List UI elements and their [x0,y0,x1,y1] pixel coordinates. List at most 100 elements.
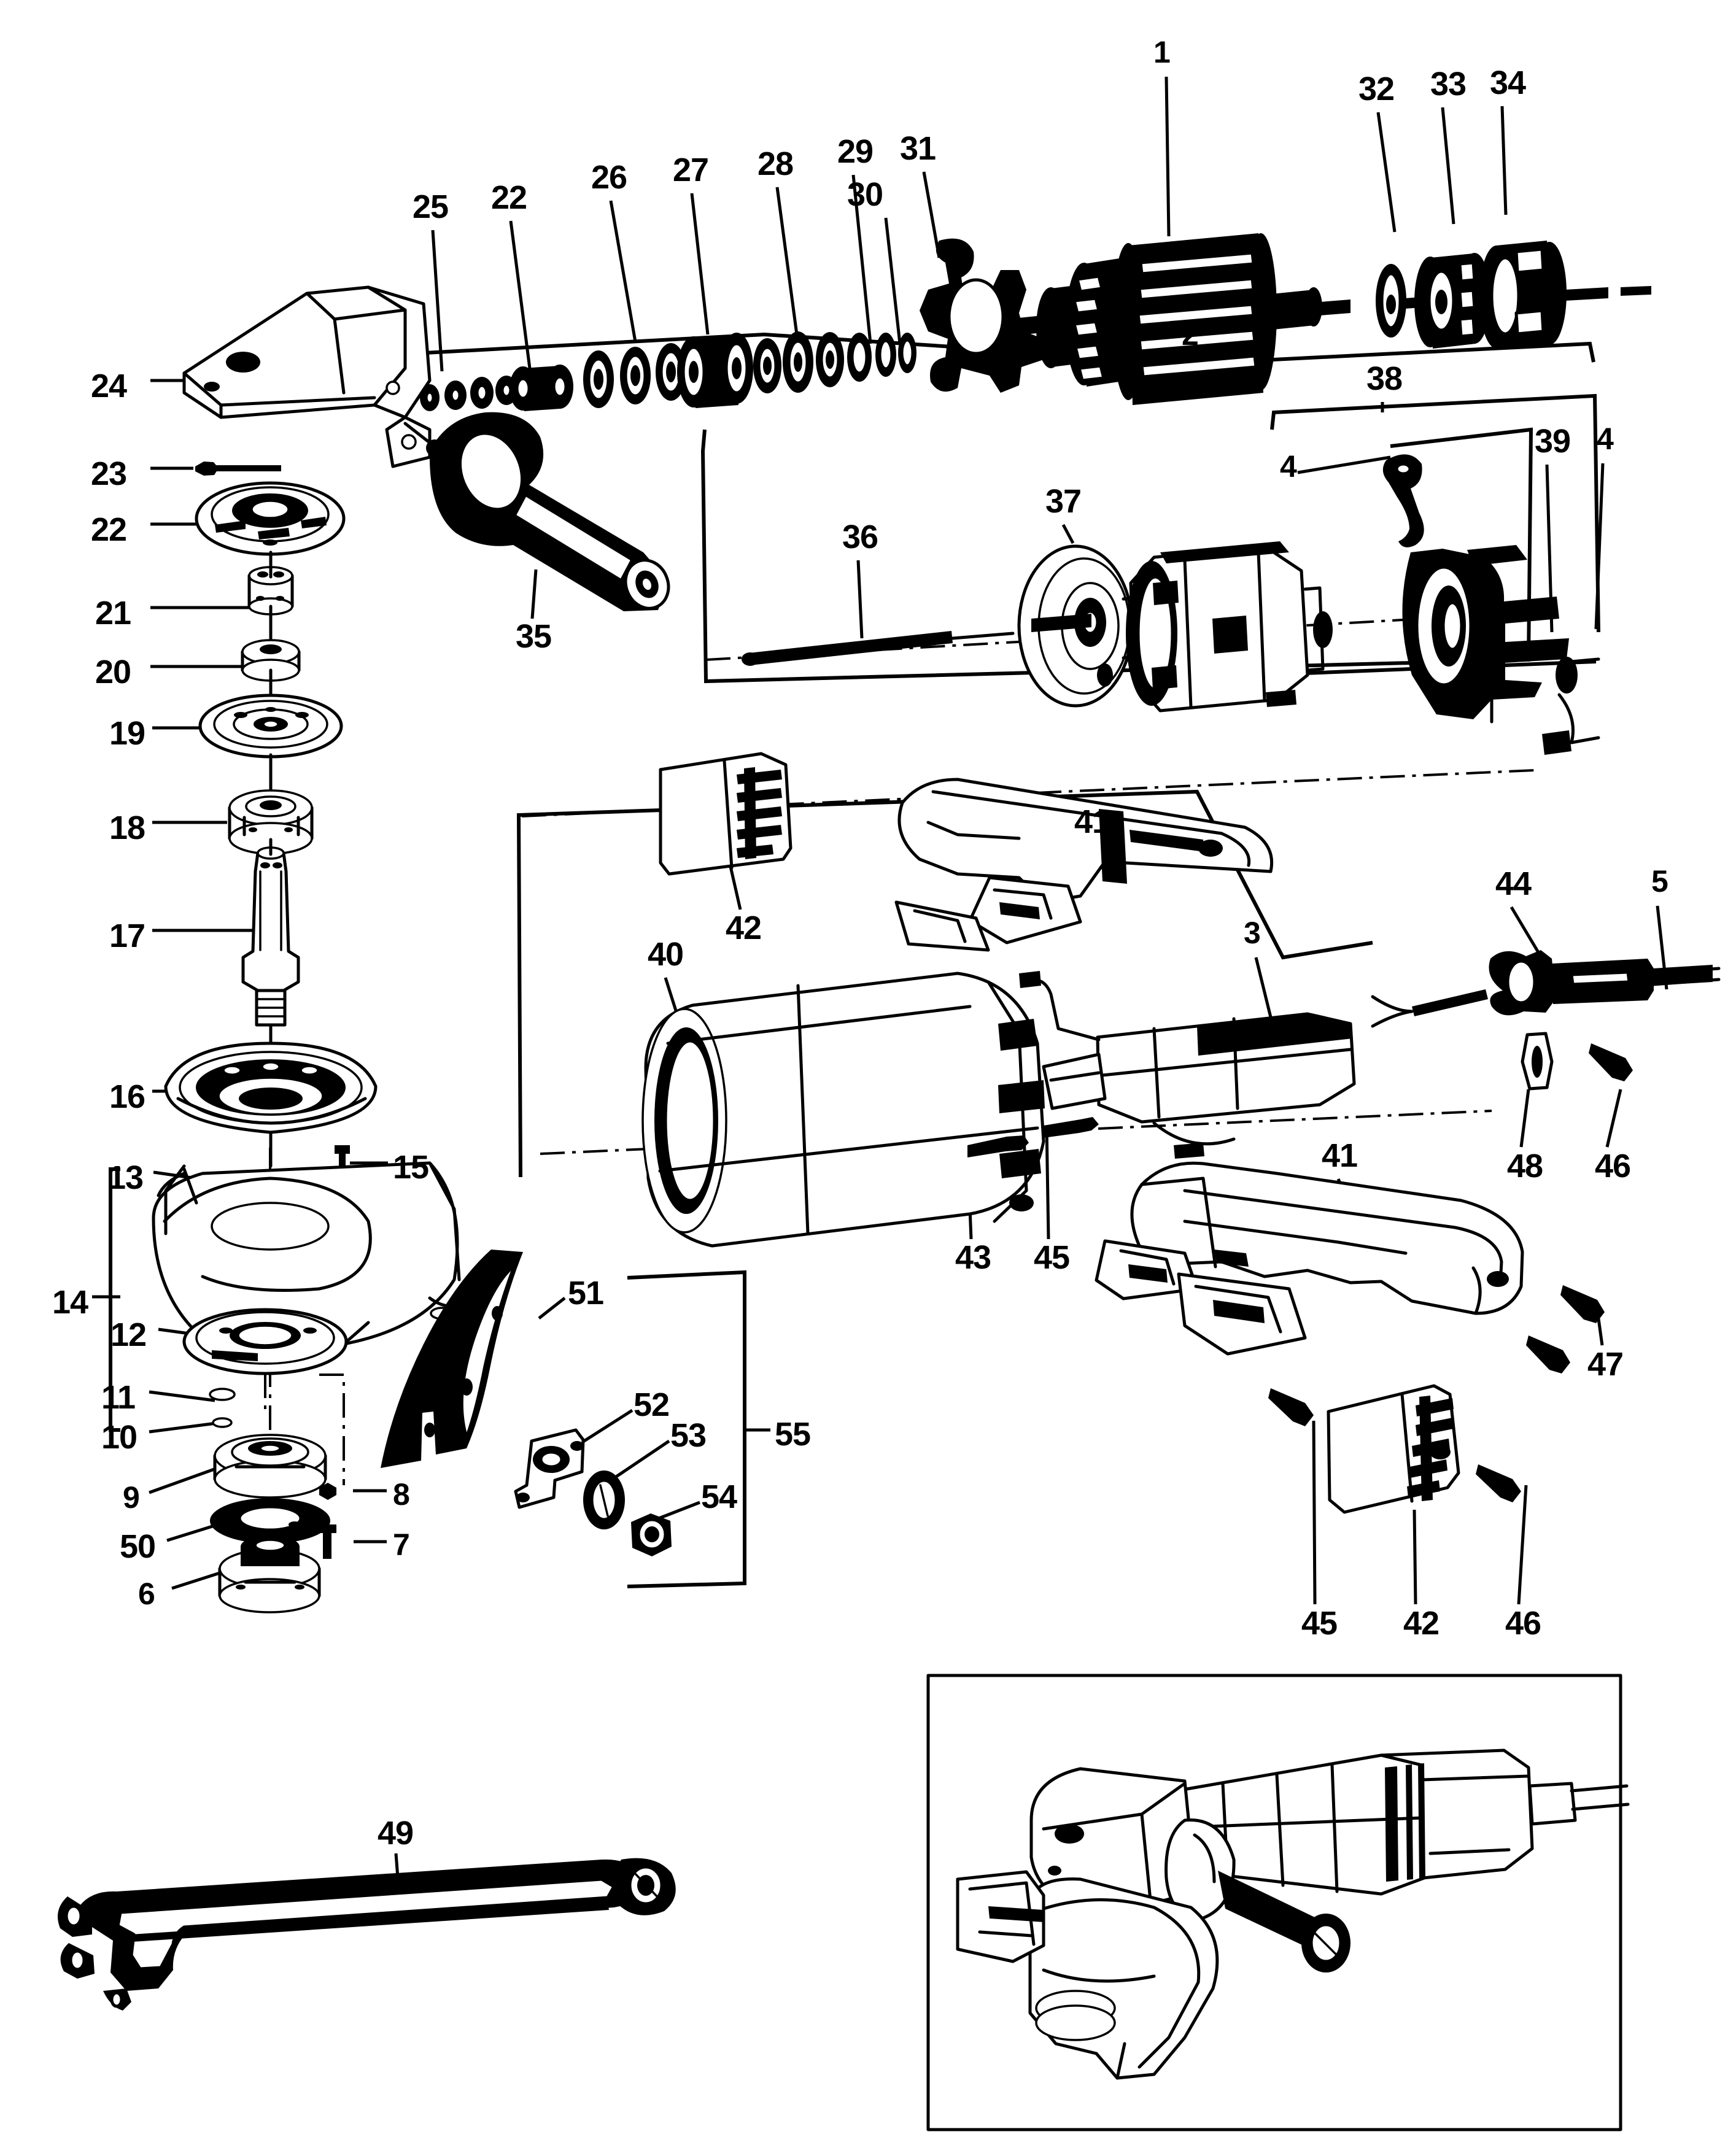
callout-number-42: 42 [1403,1605,1440,1642]
part-3-switch-assembly [1019,971,1356,1159]
leader-line-45 [1045,1126,1050,1240]
part-35-side-handle [403,412,670,611]
callout-number-13: 13 [107,1159,144,1196]
callout-number-41: 41 [1322,1137,1358,1174]
part-17-spindle [241,838,300,1053]
part-10-washer [212,1417,233,1428]
part-36-tie-bar [742,631,1015,666]
part-53-washer [583,1470,625,1529]
callout-number-22: 22 [491,179,527,216]
part-4-wire-clip [1382,454,1424,547]
callout-number-40: 40 [648,936,684,973]
part-48-clamp [1521,1032,1554,1091]
callout-number-50: 50 [120,1528,156,1565]
callout-number-46: 46 [1595,1148,1631,1184]
part-51-guard-blade [381,1250,523,1468]
callout-number-25: 25 [413,188,449,225]
callout-number-24: 24 [91,368,127,404]
part-42-cover-lower [1327,1384,1460,1514]
bracket-group-3 [516,789,1373,1178]
leader-line-28 [775,187,800,344]
part-16-bearing-plate [164,1041,378,1134]
part-54-nut [631,1513,672,1556]
callout-number-32: 32 [1358,71,1395,107]
leader-line-4 [1297,455,1391,474]
leader-line-30 [884,217,902,344]
leader-line-11 [149,1390,215,1402]
part-46-screw-lower [1476,1464,1521,1502]
part-cord-strain-tail [1371,989,1488,1028]
callout-number-23: 23 [91,455,127,492]
leader-line-36 [856,560,864,639]
callout-number-29: 29 [837,133,874,170]
callout-number-45: 45 [1301,1605,1338,1642]
part-38-field-stator [1126,541,1333,713]
callout-number-51: 51 [568,1275,604,1312]
callout-number-33: 33 [1430,66,1467,102]
callout-number-21: 21 [95,595,131,632]
part-45-bolt [1044,1117,1099,1138]
callout-number-5: 5 [1651,864,1668,898]
leader-line-27 [690,193,710,335]
leader-line-35 [530,569,538,619]
callout-number-19: 19 [109,715,145,752]
part-43-bolt [967,1135,1029,1157]
callout-number-8: 8 [393,1477,410,1512]
callout-number-28: 28 [758,145,794,182]
callout-number-42: 42 [726,910,762,946]
leader-line-46 [1517,1485,1528,1605]
part-6-clamp-nut [218,1536,321,1613]
leader-line-46 [1605,1089,1622,1148]
part-5-power-cord [1652,967,1721,986]
callout-number-39: 39 [1535,423,1571,460]
part-7-screw [318,1524,336,1559]
leader-line-45 [1312,1420,1317,1605]
part-49-spanner-wrench [58,1858,676,2011]
callout-number-53: 53 [670,1417,707,1454]
callout-number-54: 54 [701,1478,737,1515]
callout-number-3: 3 [1244,916,1261,950]
leader-line-22 [509,220,532,374]
part-13-wheel-guard [152,1161,461,1346]
callout-number-30: 30 [847,176,883,213]
part-34-rear-fan [1479,241,1651,350]
part-33-bearing [1414,253,1490,349]
part-52-clamp-bracket [514,1428,585,1509]
part-50-washer [210,1498,330,1544]
callout-number-52: 52 [634,1386,670,1423]
part-24-gear-case-cover [182,285,407,419]
leader-line-53 [610,1439,670,1482]
callout-number-12: 12 [110,1316,147,1353]
part-44-cord-guard [1489,950,1713,1016]
callout-number-7: 7 [393,1528,410,1562]
assembled-view-inset [926,1674,1630,2131]
part-39-brush-holder-assembly [1402,545,1600,724]
callout-number-43: 43 [955,1239,991,1276]
callout-number-37: 37 [1045,483,1082,520]
part-46-screw-right [1589,1043,1633,1081]
part-37-bearing-plate [1017,544,1145,708]
part-12-backing-flange [182,1308,348,1375]
callout-number-26: 26 [591,159,627,196]
callout-number-16: 16 [109,1078,145,1115]
part-11-washer [209,1388,236,1401]
callout-number-48: 48 [1507,1148,1543,1184]
callout-number-15: 15 [393,1149,429,1186]
leader-line-31 [922,171,941,258]
leader-line-33 [1441,107,1455,225]
callout-number-45: 45 [1034,1239,1070,1276]
leader-line-1 [1164,76,1171,237]
callout-number-11: 11 [101,1379,136,1416]
callout-number-47: 47 [1587,1346,1624,1383]
callout-number-34: 34 [1490,64,1526,101]
part-42-brush-cap-upper [659,752,792,876]
callout-number-22: 22 [91,511,127,548]
part-45-screw-lower [1268,1388,1314,1426]
callout-number-20: 20 [95,654,131,690]
leader-line-29 [851,174,872,344]
parts-row-bearings-washers [420,331,916,411]
part-8-nut [319,1483,336,1500]
part-40-motor-housing [641,972,1045,1248]
leader-line-32 [1376,112,1397,233]
part-31-bearing-retainer [920,238,1044,393]
